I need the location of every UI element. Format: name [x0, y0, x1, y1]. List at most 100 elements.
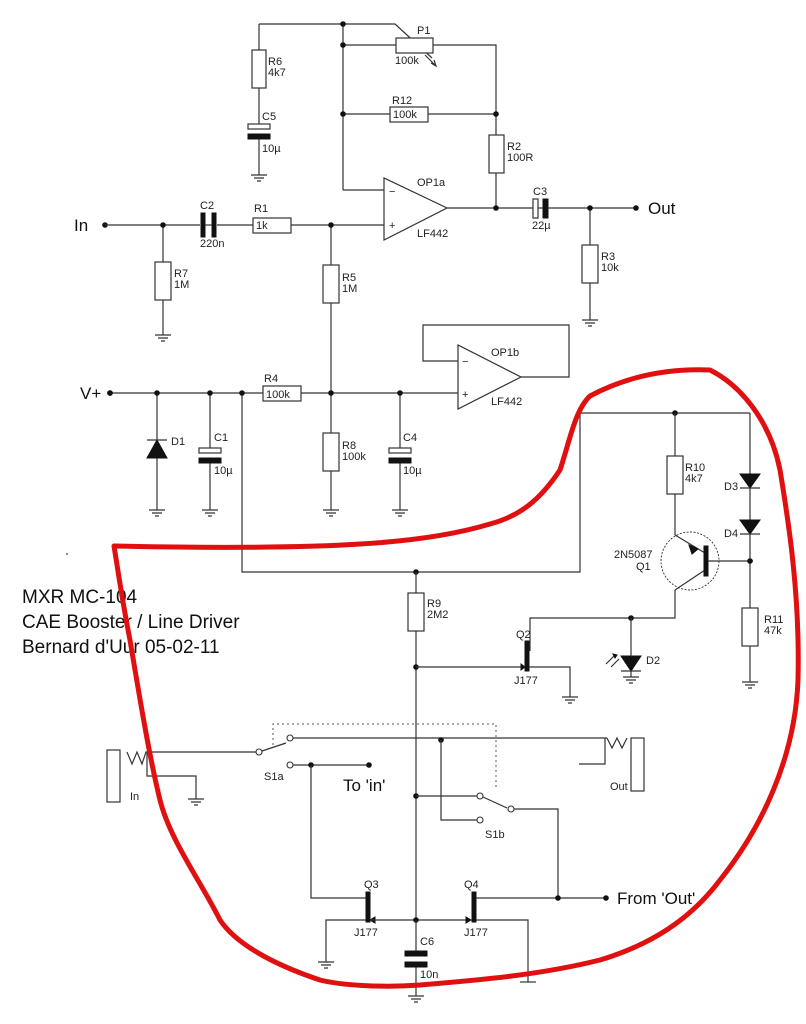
power-section: V+ D1 C1 10µ R4 100k R8 100k C4 10µ — [80, 373, 750, 573]
output-terminal — [633, 205, 639, 211]
svg-text:R12: R12 — [392, 95, 412, 107]
output-terminal-label: Out — [648, 199, 676, 218]
svg-text:Q4: Q4 — [464, 879, 479, 891]
switch-s1b-common[interactable] — [476, 792, 484, 800]
resistor-r8 — [322, 432, 340, 472]
svg-text:D4: D4 — [724, 528, 738, 540]
svg-text:Out: Out — [610, 781, 628, 793]
output-section: C3 22µ R3 10k Out — [447, 186, 676, 327]
potentiometer-p1 — [395, 37, 434, 54]
svg-text:−: − — [389, 186, 395, 198]
svg-text:R4: R4 — [264, 373, 278, 385]
svg-text:22µ: 22µ — [532, 220, 551, 232]
svg-text:R7: R7 — [174, 268, 188, 280]
svg-text:S1a: S1a — [264, 771, 284, 783]
capacitor-c4 — [388, 447, 412, 454]
svg-text:D1: D1 — [171, 436, 185, 448]
svg-text:2N5087: 2N5087 — [614, 549, 653, 561]
opamp-op1a: − + OP1a LF442 — [343, 177, 449, 241]
capacitor-c3 — [532, 198, 539, 219]
svg-text:LF442: LF442 — [491, 396, 522, 408]
svg-text:1M: 1M — [342, 283, 357, 295]
svg-text:R3: R3 — [601, 251, 615, 263]
svg-text:2M2: 2M2 — [427, 609, 448, 621]
svg-text:10k: 10k — [601, 262, 619, 274]
diode-d3 — [739, 473, 761, 489]
svg-text:R11: R11 — [764, 614, 783, 626]
vplus-label: V+ — [80, 384, 101, 403]
switch-s1a-common[interactable] — [255, 748, 263, 756]
bypass-control-section: R9 2M2 Q2 J177 — [407, 569, 578, 920]
resistor-r12 — [389, 106, 429, 123]
feedback-network: R6 4k7 C5 10µ P1 100k R12 100k R2 100R — [247, 21, 533, 208]
svg-text:Q2: Q2 — [516, 629, 531, 641]
svg-text:+: + — [389, 220, 395, 232]
svg-text:From 'Out': From 'Out' — [617, 889, 695, 908]
to-in-terminal — [366, 762, 372, 768]
jfet-switch-section: Q3 J177 From 'Out' Q4 J177 C6 10n — [310, 765, 695, 1003]
svg-text:LF442: LF442 — [417, 228, 448, 240]
svg-text:100k: 100k — [395, 55, 419, 67]
svg-text:220n: 220n — [200, 238, 224, 250]
svg-text:R9: R9 — [427, 598, 441, 610]
svg-text:100k: 100k — [342, 451, 366, 463]
svg-text:To 'in': To 'in' — [343, 776, 385, 795]
svg-text:+: + — [462, 389, 468, 401]
capacitor-c6 — [404, 950, 428, 957]
svg-text:R1: R1 — [254, 203, 268, 215]
title-line-2: CAE Booster / Line Driver — [22, 612, 240, 633]
svg-text:J177: J177 — [464, 927, 488, 939]
svg-text:D2: D2 — [646, 655, 660, 667]
svg-text:R8: R8 — [342, 440, 356, 452]
svg-text:10µ: 10µ — [262, 143, 281, 155]
led-driver-section: R10 4k7 2N5087 Q1 D3 D4 R11 47k D2 — [529, 410, 783, 689]
svg-text:10µ: 10µ — [403, 465, 422, 477]
title-block: MXR MC-104 CAE Booster / Line Driver Ber… — [22, 553, 240, 658]
diode-d1 — [146, 438, 168, 459]
svg-text:In: In — [130, 791, 139, 803]
svg-text:R5: R5 — [342, 272, 356, 284]
svg-text:100k: 100k — [266, 389, 290, 401]
svg-text:1k: 1k — [256, 220, 268, 232]
resistor-r4 — [262, 385, 302, 402]
svg-text:P1: P1 — [417, 25, 430, 37]
capacitor-c5-minus — [247, 133, 271, 140]
svg-text:C6: C6 — [420, 936, 434, 948]
diode-d4 — [739, 519, 761, 535]
jfet-q2 — [524, 640, 530, 672]
from-out-terminal — [603, 895, 609, 901]
switch-section: In S1a To 'in' Out S1b — [106, 723, 645, 898]
stray-mark — [66, 553, 68, 555]
resistor-r11 — [741, 607, 759, 647]
svg-text:10µ: 10µ — [214, 465, 233, 477]
svg-text:R2: R2 — [507, 141, 521, 153]
svg-text:100R: 100R — [507, 152, 533, 164]
svg-text:D3: D3 — [724, 481, 738, 493]
resistor-r9 — [407, 592, 425, 632]
title-line-1: MXR MC-104 — [22, 587, 138, 608]
svg-text:1M: 1M — [174, 279, 189, 291]
capacitor-c1 — [198, 447, 222, 454]
output-jack — [630, 737, 645, 792]
svg-text:J177: J177 — [514, 675, 538, 687]
title-line-3: Bernard d'Uur 05-02-11 — [22, 637, 220, 658]
svg-text:C5: C5 — [262, 111, 276, 123]
svg-text:47k: 47k — [764, 625, 782, 637]
svg-text:C3: C3 — [533, 186, 547, 198]
jfet-q4 — [471, 891, 477, 923]
resistor-r2 — [488, 134, 505, 174]
ground-symbol — [251, 174, 267, 182]
resistor-r3 — [581, 244, 599, 284]
input-terminal-label: In — [74, 216, 88, 235]
svg-text:S1b: S1b — [485, 829, 505, 841]
input-jack — [106, 749, 121, 803]
opamp-op1b: − + OP1b LF442 — [422, 324, 570, 410]
capacitor-c5-plus — [247, 123, 271, 130]
led-d2 — [620, 655, 642, 672]
svg-text:4k7: 4k7 — [268, 67, 286, 79]
svg-text:C4: C4 — [403, 432, 417, 444]
svg-text:OP1a: OP1a — [417, 177, 446, 189]
svg-text:−: − — [462, 356, 468, 368]
svg-text:100k: 100k — [393, 109, 417, 121]
svg-text:Q1: Q1 — [636, 561, 651, 573]
